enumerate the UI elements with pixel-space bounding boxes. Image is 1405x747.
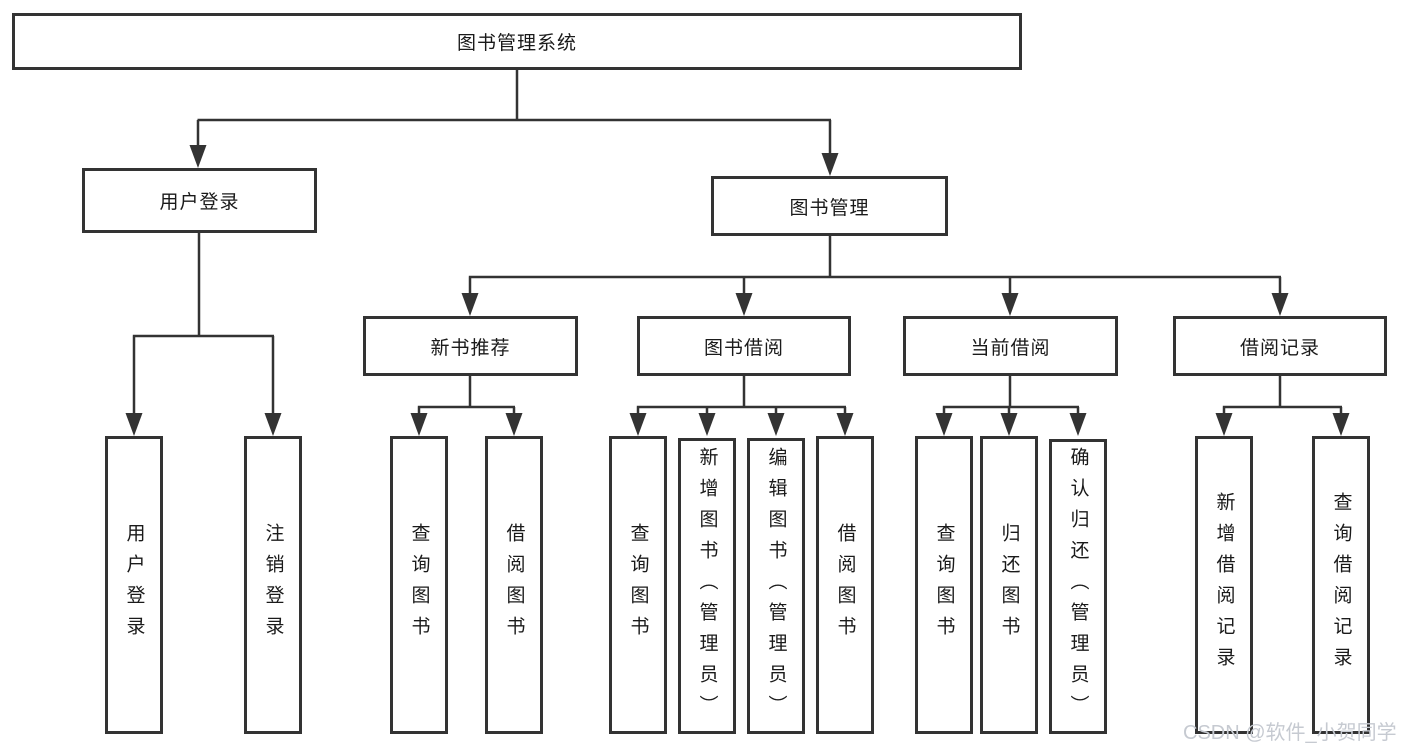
leaf-label: 用户登录 — [123, 523, 145, 647]
leaf-add-book-admin: 新增图书（管理员） — [678, 438, 736, 734]
leaf-label: 归还图书 — [998, 523, 1020, 647]
leaf-user-login: 用户登录 — [105, 436, 163, 734]
arrowhead-icon — [125, 413, 143, 436]
arrowhead-icon — [935, 413, 953, 436]
leaf-label: 借阅图书 — [834, 523, 856, 647]
leaf-add-borrow-record: 新增借阅记录 — [1195, 436, 1253, 734]
leaf-confirm-return-admin: 确认归还（管理员） — [1049, 439, 1107, 734]
leaf-label: 查询图书 — [933, 523, 955, 647]
arrowhead-icon — [821, 153, 839, 176]
node-borrow-records: 借阅记录 — [1173, 316, 1387, 376]
arrowhead-icon — [189, 145, 207, 168]
arrowhead-icon — [836, 413, 854, 436]
arrowhead-icon — [1001, 293, 1019, 316]
leaf-borrow-books-1: 借阅图书 — [485, 436, 543, 734]
leaf-query-books-1: 查询图书 — [390, 436, 448, 734]
node-current-borrow: 当前借阅 — [903, 316, 1118, 376]
arrowhead-icon — [735, 293, 753, 316]
leaf-label: 确认归还（管理员） — [1067, 447, 1089, 726]
leaf-edit-book-admin: 编辑图书（管理员） — [747, 438, 805, 734]
csdn-watermark: CSDN @软件_小贺同学 — [1183, 722, 1397, 744]
node-library-management-system: 图书管理系统 — [12, 13, 1022, 70]
arrowhead-icon — [1271, 293, 1289, 316]
leaf-query-books-2: 查询图书 — [609, 436, 667, 734]
arrowhead-icon — [410, 413, 428, 436]
leaf-label: 编辑图书（管理员） — [765, 446, 787, 726]
arrowhead-icon — [1000, 413, 1018, 436]
arrowhead-icon — [264, 413, 282, 436]
leaf-label: 查询借阅记录 — [1330, 492, 1352, 678]
arrowhead-icon — [629, 413, 647, 436]
leaf-return-books: 归还图书 — [980, 436, 1038, 734]
leaf-label: 注销登录 — [262, 523, 284, 647]
arrowhead-icon — [1069, 413, 1087, 436]
leaf-logout: 注销登录 — [244, 436, 302, 734]
leaf-label: 查询图书 — [627, 523, 649, 647]
arrowhead-icon — [767, 413, 785, 436]
leaf-query-borrow-record: 查询借阅记录 — [1312, 436, 1370, 734]
leaf-label: 查询图书 — [408, 523, 430, 647]
leaf-label: 借阅图书 — [503, 523, 525, 647]
node-book-borrow: 图书借阅 — [637, 316, 851, 376]
arrowhead-icon — [1332, 413, 1350, 436]
node-user-login-branch: 用户登录 — [82, 168, 317, 233]
node-book-management-branch: 图书管理 — [711, 176, 948, 236]
arrowhead-icon — [1215, 413, 1233, 436]
arrowhead-icon — [461, 293, 479, 316]
leaf-query-books-3: 查询图书 — [915, 436, 973, 734]
leaf-label: 新增借阅记录 — [1213, 492, 1235, 678]
leaf-label: 新增图书（管理员） — [696, 446, 718, 726]
arrowhead-icon — [505, 413, 523, 436]
arrowhead-icon — [698, 413, 716, 436]
node-new-book-recommend: 新书推荐 — [363, 316, 578, 376]
leaf-borrow-books-2: 借阅图书 — [816, 436, 874, 734]
